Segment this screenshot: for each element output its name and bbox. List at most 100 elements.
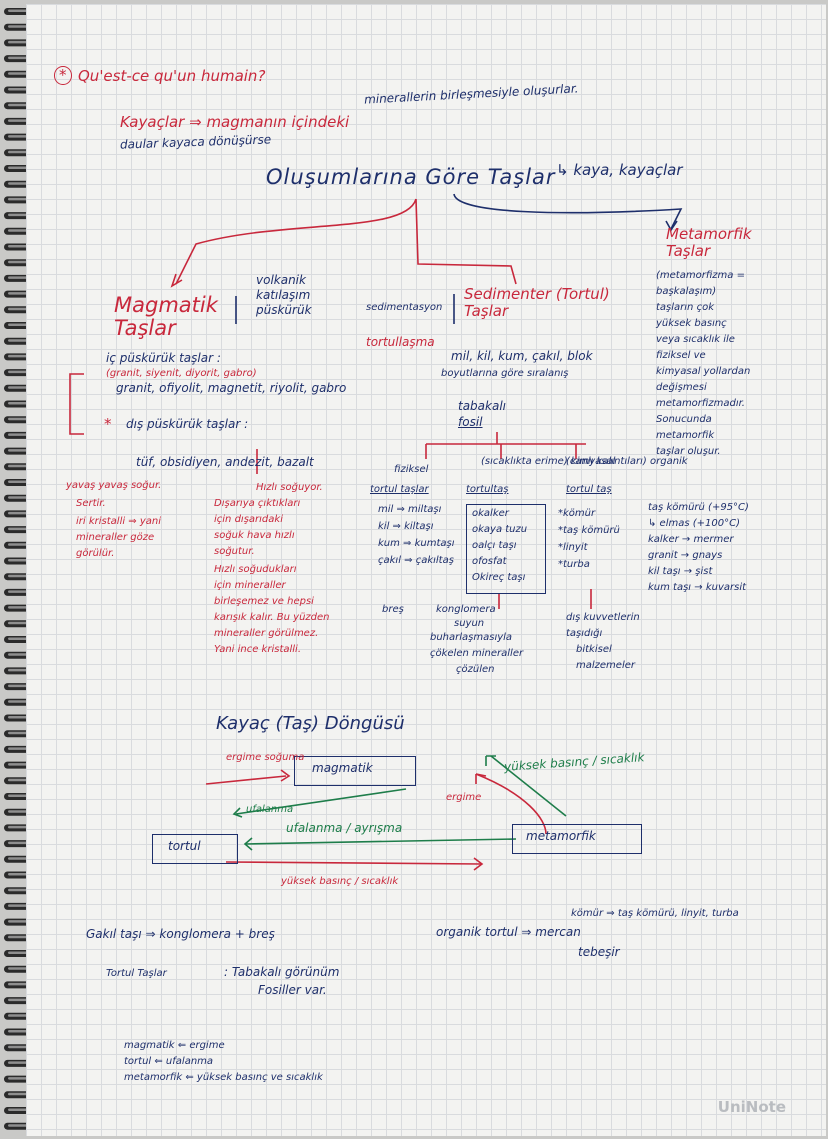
fast-5: soğutur. xyxy=(214,546,255,557)
spiral-ring xyxy=(8,276,30,279)
title-sub: ↳ kaya, kayaçlar xyxy=(556,161,683,179)
spiral-ring xyxy=(8,150,30,154)
fast-2: Dışarıya çıktıkları xyxy=(214,498,301,509)
cycle-title: Kayaç (Taş) Döngüsü xyxy=(216,713,405,734)
magmatik-label: Magmatik Taşlar xyxy=(114,293,218,341)
spiral-ring xyxy=(8,700,30,703)
inner-title: iç püskürük taşlar : xyxy=(106,351,221,365)
spiral-ring xyxy=(8,967,30,970)
spiral-ring xyxy=(8,810,30,813)
spiral-ring xyxy=(8,402,30,405)
spiral-ring xyxy=(8,119,30,122)
spiral-ring xyxy=(8,72,30,75)
spiral-ring xyxy=(8,386,30,389)
fosiller: Fosiller var. xyxy=(258,983,327,997)
tortul-box xyxy=(152,834,238,864)
chem-item: oalçı taşı xyxy=(472,540,517,551)
slow-2: Sertir. xyxy=(76,498,106,509)
tabakali: : Tabakalı görünüm xyxy=(224,965,340,979)
sediment-layered: tabakalı xyxy=(458,399,506,413)
metamorfik-desc-line: (metamorfizma = xyxy=(656,270,745,281)
outer-list: tüf, obsidiyen, andezit, bazalt xyxy=(136,455,314,469)
spiral-ring xyxy=(8,292,30,295)
chem-box xyxy=(466,504,546,594)
metamorfik-conversion: kum taşı → kuvarsit xyxy=(648,582,747,593)
spiral-ring xyxy=(8,1108,30,1111)
fast-6: Hızlı soğudukları xyxy=(214,564,297,575)
spiral-ring xyxy=(8,543,30,546)
sum-3: metamorfik ⇐ yüksek basınç ve sıcaklık xyxy=(124,1072,323,1083)
spiral-ring xyxy=(8,464,30,468)
org-note-4: malzemeler xyxy=(576,660,635,671)
outer-title: dış püskürük taşlar : xyxy=(126,417,249,431)
metamorfik-desc-line: fiziksel ve xyxy=(656,350,706,361)
col1: tortul taşlar xyxy=(370,484,429,495)
spiral-ring xyxy=(8,245,30,248)
spiral-ring xyxy=(8,103,30,107)
spiral-ring xyxy=(8,417,30,421)
spiral-ring xyxy=(8,213,30,217)
sum-2: tortul ⇐ ufalanma xyxy=(124,1056,214,1067)
org-item: *linyit xyxy=(558,542,588,553)
header-question: Qu'est-ce qu'un humain? xyxy=(78,67,266,85)
spiral-ring xyxy=(8,370,30,374)
slow-1: yavaş yavaş soğur. xyxy=(66,480,162,491)
fast-3: için dışarıdaki xyxy=(214,514,283,525)
cycle-ufalanma: ufalanma xyxy=(246,804,294,815)
spiral-ring xyxy=(8,88,30,91)
metamorfik-desc-line: Sonucunda xyxy=(656,414,712,425)
sediment-process: tortullaşma xyxy=(366,335,435,349)
gakil-note: Gakıl taşı ⇒ konglomera + breş xyxy=(86,927,275,941)
metamorfik-desc-line: metamorfizmadır. xyxy=(656,398,745,409)
spiral-ring xyxy=(8,511,30,515)
spiral-ring xyxy=(8,794,30,797)
connector-lines xyxy=(69,193,683,871)
metamorfik-desc-line: değişmesi xyxy=(656,382,707,393)
cycle-ergime-soguma: ergime soğuma xyxy=(226,752,305,763)
chem-head: (sıcaklıkta erime) kimyasal xyxy=(481,456,616,467)
metamorfik-desc-line: taşların çok xyxy=(656,302,714,313)
komur-note: kömür ⇒ taş kömürü, linyit, turba xyxy=(571,908,739,919)
spiral-ring xyxy=(8,825,30,829)
org-note-1: dış kuvvetlerin xyxy=(566,612,640,623)
spiral-ring xyxy=(8,935,30,939)
spiral-ring xyxy=(8,998,30,1002)
star-mark: * xyxy=(54,66,72,85)
tortul-taslar: Tortul Taşlar xyxy=(106,968,167,979)
spiral-ring xyxy=(8,637,30,640)
spiral-ring xyxy=(8,433,30,436)
spiral-ring xyxy=(8,731,30,735)
metamorfik-desc-line: yüksek basınç xyxy=(656,318,727,329)
spiral-ring xyxy=(8,982,30,986)
spiral-ring xyxy=(8,841,30,845)
spiral-ring xyxy=(8,1014,30,1017)
spiral-ring xyxy=(8,354,30,358)
fast-8: birleşemez ve hepsi xyxy=(214,596,314,607)
spiral-ring xyxy=(8,1030,30,1033)
spiral-ring xyxy=(8,904,30,907)
tebesir-note: tebeşir xyxy=(578,945,620,959)
spiral-ring xyxy=(8,449,30,452)
magmatik-box xyxy=(294,756,416,786)
org-note-2: taşıdığı xyxy=(566,628,603,639)
col3: tortul taş xyxy=(566,484,612,495)
sediment-fossil: fosil xyxy=(458,415,483,429)
phys-head: fiziksel xyxy=(394,464,429,475)
spiral-ring xyxy=(8,56,30,60)
inner-red: (granit, siyenit, diyorit, gabro) xyxy=(106,368,257,379)
phys-item: çakıl ⇒ çakıltaş xyxy=(378,555,454,566)
org-item: *taş kömürü xyxy=(558,525,620,536)
chem-note-1: suyun xyxy=(454,618,485,629)
chem-item: okaya tuzu xyxy=(472,524,528,535)
spiral-ring xyxy=(8,166,30,169)
magmatik-type-3: püskürük xyxy=(256,303,312,317)
metamorfik-desc-line: taşlar oluşur. xyxy=(656,446,721,457)
spiral-ring xyxy=(8,951,30,954)
cycle-ufalanma-ayrisma: ufalanma / ayrışma xyxy=(286,821,403,835)
spiral-ring xyxy=(8,716,30,719)
spiral-ring xyxy=(8,1061,30,1064)
fast-7: için mineraller xyxy=(214,580,286,591)
spiral-ring xyxy=(8,668,30,672)
metamorfik-label: Metamorfik Taşlar xyxy=(666,225,752,260)
cycle-ergime: ergime xyxy=(446,792,482,803)
